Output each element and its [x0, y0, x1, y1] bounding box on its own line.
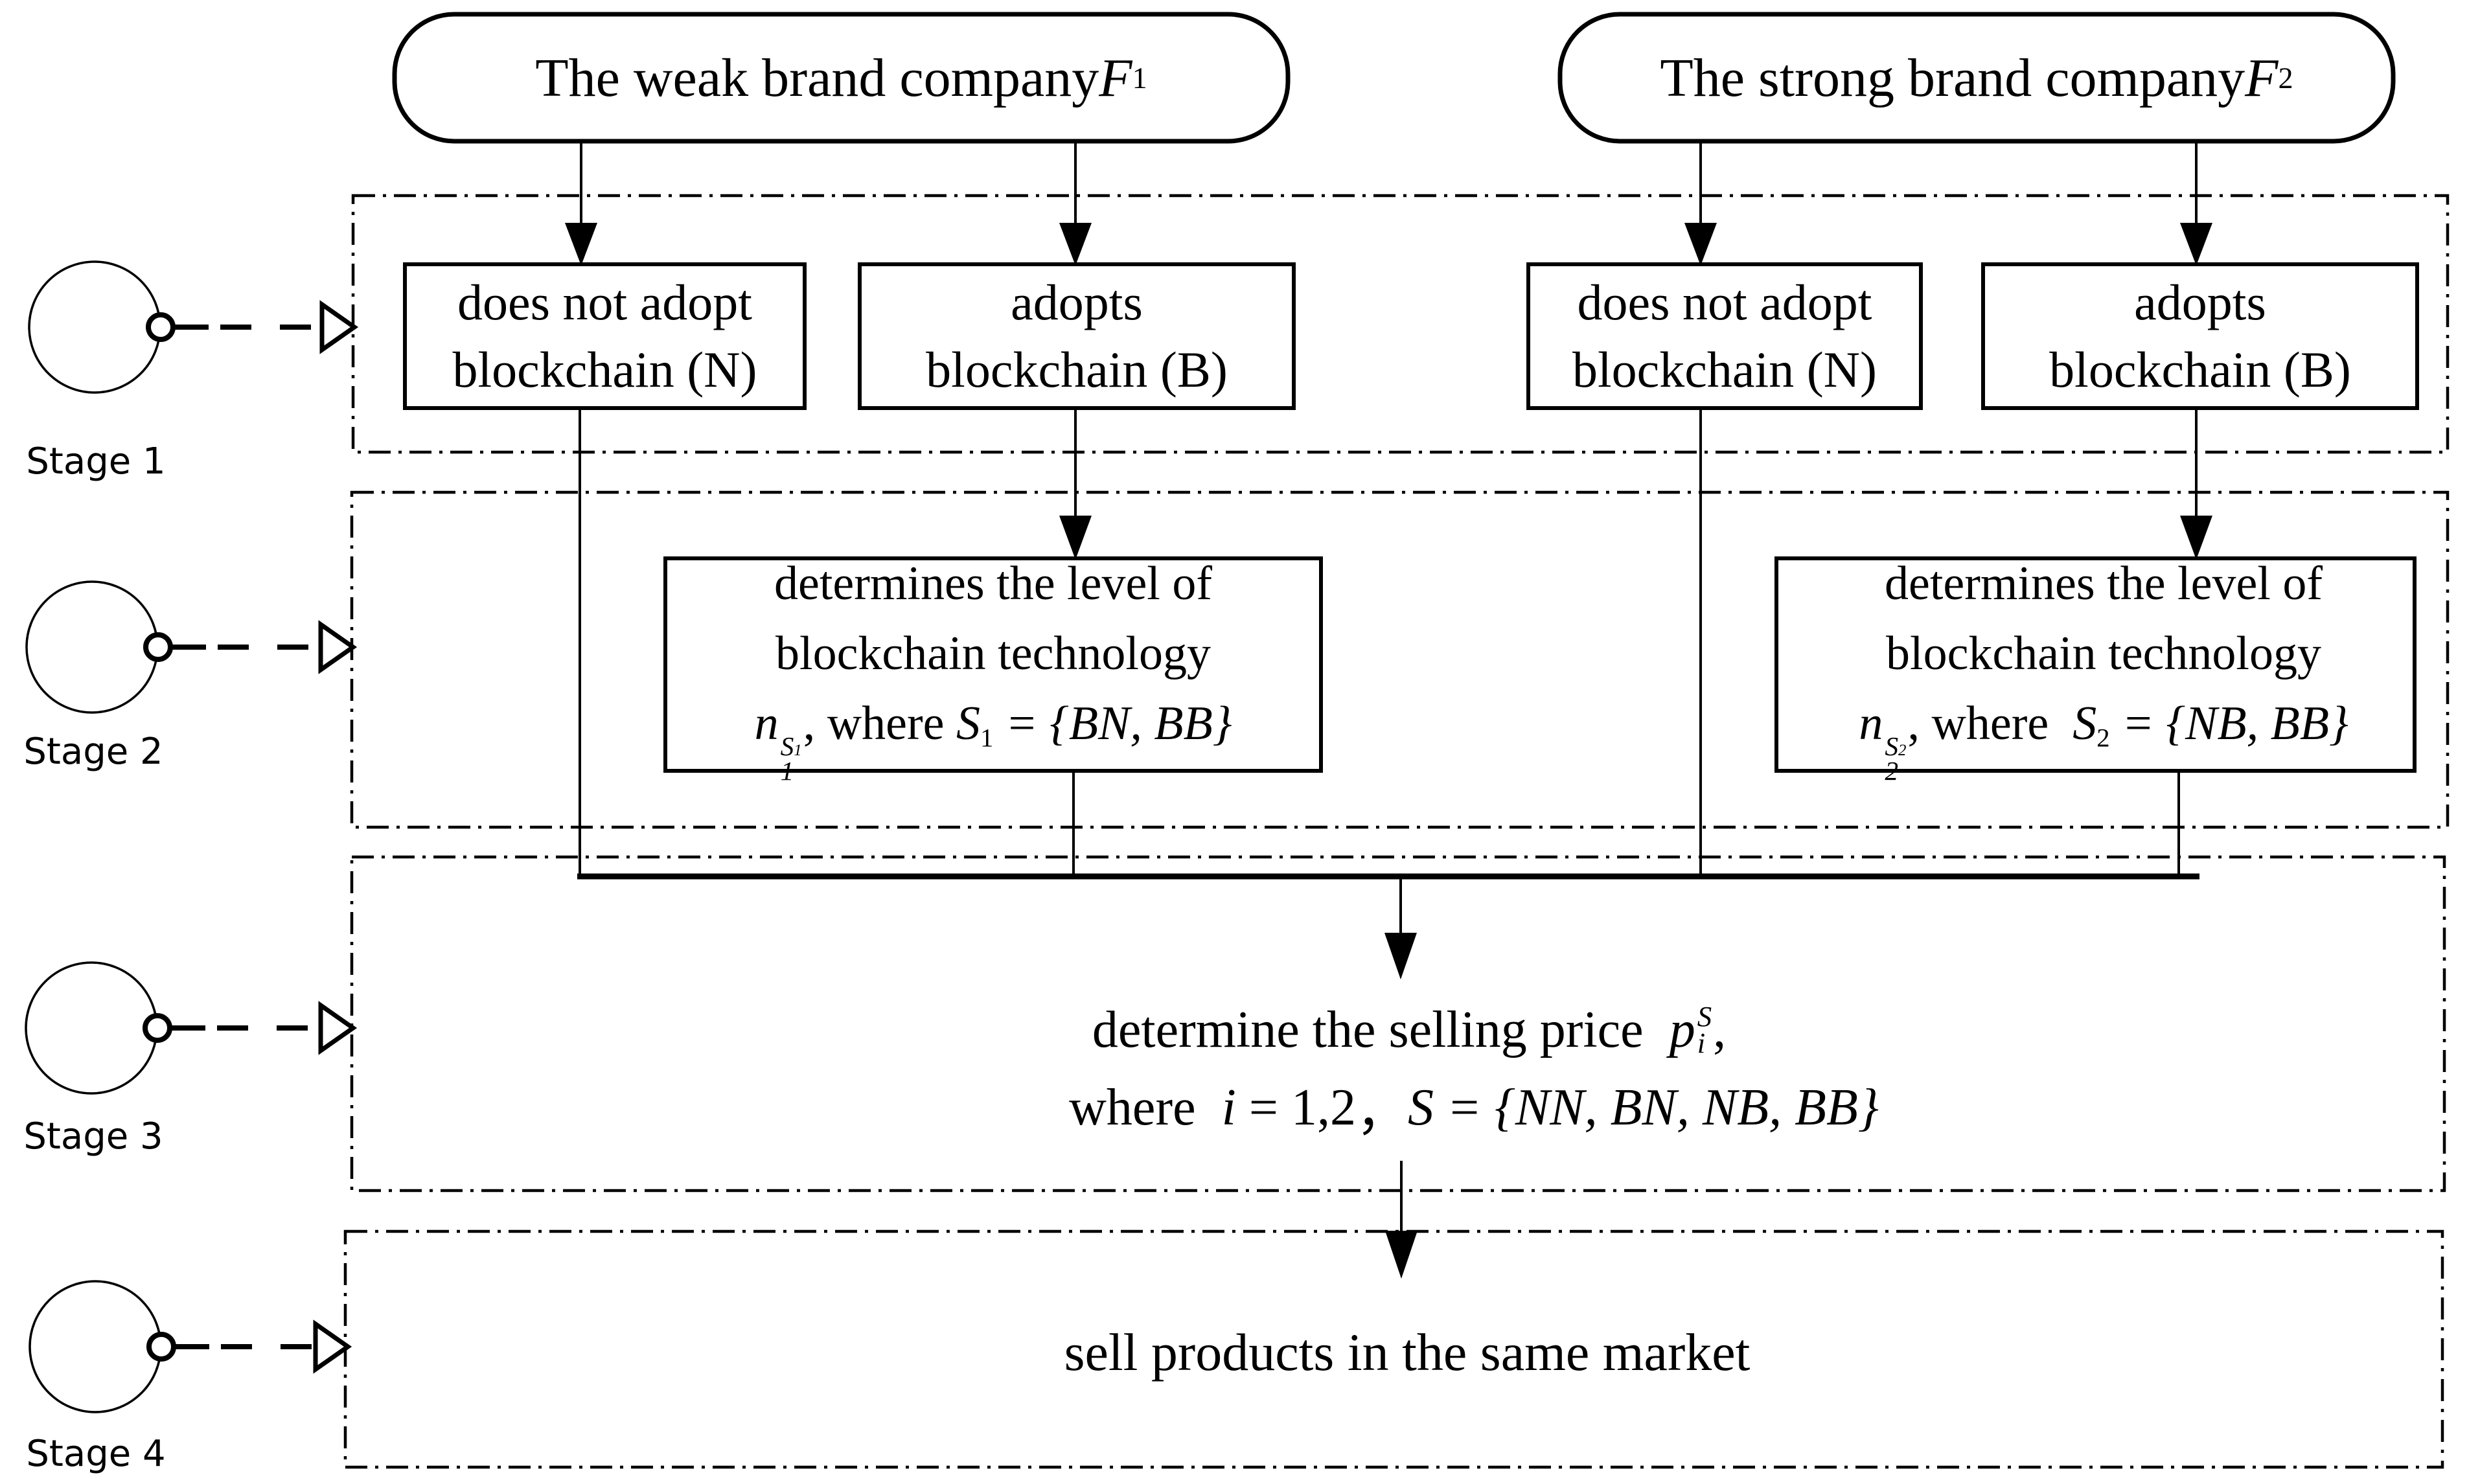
price-i: i: [1221, 1079, 1236, 1136]
f1-level-box: [663, 556, 1323, 773]
weak-company-subscript: 1: [1132, 61, 1147, 95]
f1-to-notadopt-arrowhead: [565, 223, 597, 266]
f2-level-s: S: [2072, 696, 2097, 750]
price-sup: S: [1697, 999, 1712, 1033]
f1-level-s-sub: 1: [980, 722, 994, 752]
strong-company-symbol: F: [2245, 47, 2279, 108]
f1-not-adopt-line1: does not adopt: [457, 274, 752, 330]
price-where: where: [1069, 1079, 1222, 1136]
stage1-marker-arrow-icon: [319, 300, 359, 354]
price-s: S: [1407, 1079, 1434, 1136]
f1-adopt-label: adopts blockchain (B): [860, 264, 1294, 408]
stage1-marker-circle: [28, 260, 161, 394]
f2-level-n-sub: 2: [1885, 756, 1899, 786]
stage3-region-border: [350, 855, 2446, 1193]
strong-company-text: The strong brand company: [1660, 47, 2245, 108]
stage4-label: Stage 4: [26, 1432, 166, 1475]
f1-level-line2: blockchain technology: [775, 626, 1211, 680]
f2-level-label: determines the level of blockchain techn…: [1776, 557, 2431, 785]
f2-adopt-line1: adopts: [2134, 274, 2266, 330]
stage3-marker-dot: [143, 1013, 172, 1043]
stage2-marker-circle: [25, 580, 159, 714]
f2-level-line2: blockchain technology: [1886, 626, 2321, 680]
stage3-marker-circle: [25, 961, 158, 1095]
stage3-marker-arrow-icon: [318, 1001, 358, 1055]
price-symbol: p: [1669, 1001, 1695, 1058]
price-to-market-arrowhead: [1385, 1231, 1418, 1279]
price-line1-text: determine the selling price: [1092, 1001, 1670, 1058]
f1-adopt-line2: blockchain (B): [926, 341, 1228, 398]
price-sub: i: [1697, 1027, 1706, 1059]
market-label: sell products in the same market: [889, 1320, 1925, 1385]
f1-not-adopt-label: does not adopt blockchain (N): [405, 264, 805, 408]
f1-adopt-line1: adopts: [1011, 274, 1143, 330]
stage2-region-border: [350, 490, 2450, 829]
f1-to-adopt-arrowhead: [1059, 223, 1092, 266]
stage2-marker-arrow-icon: [318, 620, 358, 674]
f1-level-n: n: [754, 696, 779, 750]
merge-to-price-arrowhead: [1384, 933, 1417, 979]
f2-not-adopt-line2: blockchain (N): [1572, 341, 1877, 398]
f2-level-s-sub: 2: [2096, 722, 2110, 752]
f1-not-adopt-box: [403, 262, 807, 410]
f1-level-set: = {BN, BB}: [993, 696, 1232, 750]
stage2-marker-dot: [143, 632, 173, 662]
f2-level-box: [1774, 556, 2417, 773]
market-text: sell products in the same market: [1064, 1323, 1751, 1382]
f2-level-set: = {NB, BB}: [2109, 696, 2348, 750]
strong-company-subscript: 2: [2278, 61, 2293, 95]
f2-to-adopt-arrowhead: [2180, 223, 2212, 266]
stage4-marker-circle: [29, 1280, 162, 1413]
f2-adopt-line2: blockchain (B): [2049, 341, 2351, 398]
f1-level-s: S: [956, 696, 980, 750]
stage4-marker-dot: [146, 1332, 176, 1362]
f2-level-line1: determines the level of: [1884, 556, 2323, 610]
f1-adopt-to-level-arrowhead: [1059, 516, 1092, 560]
weak-company-text: The weak brand company: [535, 47, 1099, 108]
stage4-marker-arrow-icon: [313, 1319, 352, 1374]
f2-adopt-box: [1981, 262, 2419, 410]
price-line2: where i = 1,2，S = {NN, BN, NB, BB}: [939, 1069, 2008, 1147]
f1-not-adopt-line2: blockchain (N): [452, 341, 757, 398]
f1-level-label: determines the level of blockchain techn…: [665, 557, 1321, 785]
f2-not-adopt-label: does not adopt blockchain (N): [1528, 264, 1921, 408]
stage1-marker-dot: [146, 312, 176, 342]
stage3-label: Stage 3: [23, 1115, 163, 1158]
strong-company-node: [1557, 12, 2396, 144]
f2-level-n: n: [1859, 696, 1883, 750]
price-i-values: = 1,2: [1235, 1079, 1356, 1136]
f2-not-adopt-line1: does not adopt: [1577, 274, 1872, 330]
f1-level-where: , where: [803, 696, 956, 750]
stage1-label: Stage 1: [26, 440, 166, 483]
weak-company-symbol: F: [1099, 47, 1132, 108]
price-comma: ,: [1713, 1001, 1727, 1058]
f2-to-notadopt-arrowhead: [1684, 223, 1717, 266]
weak-company-node: [392, 12, 1291, 144]
f2-adopt-label: adopts blockchain (B): [1983, 264, 2417, 408]
f1-level-n-sup: S1: [780, 731, 802, 762]
price-s-set: = {NN, BN, NB, BB}: [1433, 1079, 1879, 1136]
f1-level-line1: determines the level of: [774, 556, 1212, 610]
f1-level-n-sub: 1: [780, 756, 794, 786]
stage2-label: Stage 2: [23, 730, 163, 773]
f2-adopt-to-level-arrowhead: [2180, 516, 2212, 560]
f2-level-where: , where: [1907, 696, 2073, 750]
f2-not-adopt-box: [1526, 262, 1923, 410]
f2-level-n-sup: S2: [1885, 731, 1907, 762]
price-separator: ，: [1355, 1084, 1408, 1141]
